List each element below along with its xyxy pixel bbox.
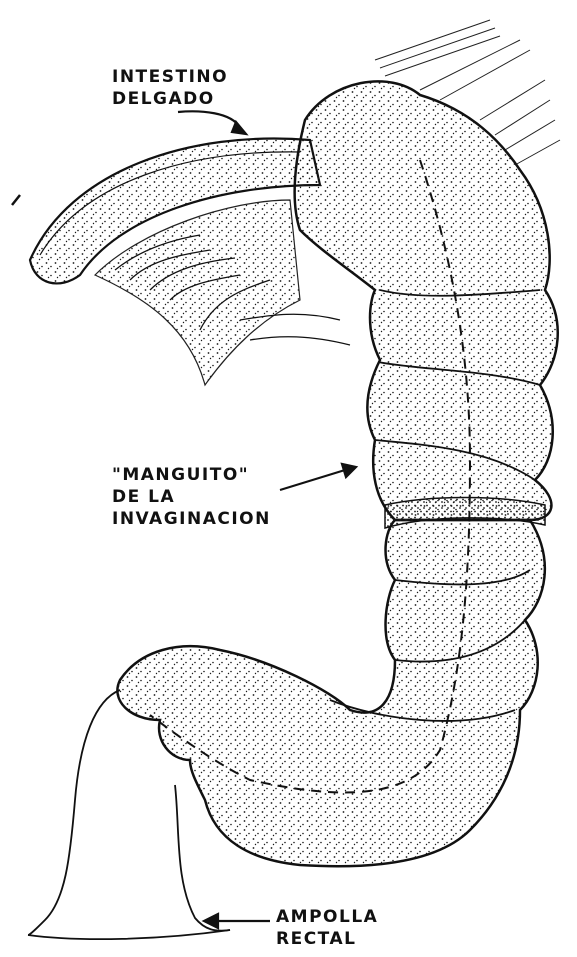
- label-line: DELGADO: [112, 88, 228, 110]
- label-intestino-delgado: INTESTINO DELGADO: [112, 66, 228, 110]
- label-manguito: "MANGUITO" DE LA INVAGINACION: [112, 464, 271, 530]
- label-ampolla-rectal: AMPOLLA RECTAL: [276, 906, 378, 950]
- label-line: DE LA: [112, 486, 271, 508]
- label-line: "MANGUITO": [112, 464, 271, 486]
- label-line: AMPOLLA: [276, 906, 378, 928]
- label-line: INTESTINO: [112, 66, 228, 88]
- label-line: INVAGINACION: [112, 508, 271, 530]
- stray-mark: [12, 195, 20, 205]
- label-line: RECTAL: [276, 928, 378, 950]
